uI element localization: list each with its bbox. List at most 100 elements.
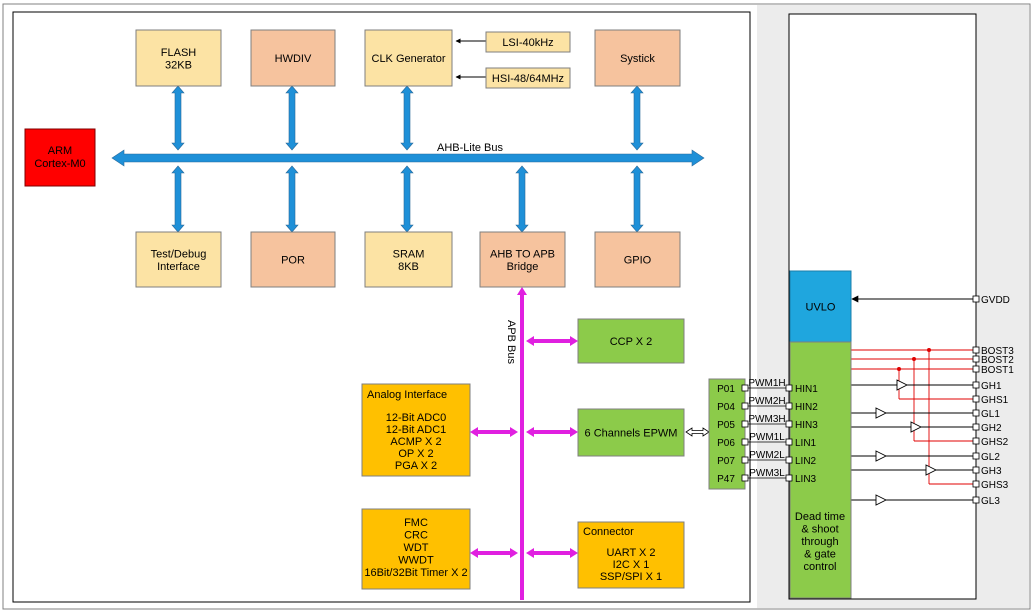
sram-block-label-0: SRAM: [393, 248, 425, 260]
apb-bridge-block-label-1: Bridge: [507, 261, 539, 273]
hwdiv-block: HWDIV: [250, 29, 336, 87]
gate-control-label-3: & gate: [804, 549, 836, 561]
output-label-bost1: BOST1: [981, 365, 1014, 376]
lsi-block-label-0: LSI-40kHz: [502, 37, 553, 49]
analog-item-0: 12-Bit ADC0: [386, 412, 447, 424]
gl3-buffer: [875, 494, 888, 506]
gate-control-label-2: through: [801, 536, 838, 548]
por-block-label-0: POR: [281, 255, 305, 267]
gate-control-label-1: & shoot: [801, 524, 838, 536]
driver-input-pin-1: [785, 402, 793, 410]
gpio-block-label-0: GPIO: [624, 255, 652, 267]
port-label-p01: P01: [717, 384, 735, 395]
bost2-node: [912, 357, 916, 361]
analog-interface-title: Analog Interface: [367, 389, 447, 401]
gh1-buffer: [896, 379, 909, 391]
analog-item-4: PGA X 2: [395, 460, 437, 472]
analog-item-2: ACMP X 2: [390, 436, 441, 448]
driver-input-lin2: LIN2: [795, 456, 817, 467]
port-block-rect: [708, 378, 746, 490]
driver-input-hin3: HIN3: [795, 420, 818, 431]
ahb-bus-label: AHB-Lite Bus: [437, 142, 504, 154]
output-label-ghs1: GHS1: [981, 395, 1009, 406]
epwm-block: 6 Channels EPWM: [577, 408, 685, 457]
output-pin-gl3: [972, 496, 980, 504]
port-pin-p04: [741, 402, 749, 410]
lsi-block: LSI-40kHz: [485, 31, 571, 53]
gpio-block-rect: [594, 231, 681, 288]
driver-input-pin-2: [785, 420, 793, 428]
port-pin-p06: [741, 438, 749, 446]
driver-input-lin1: LIN1: [795, 438, 817, 449]
cpu-label-line-1: Cortex-M0: [34, 158, 85, 170]
system-block-rect: [361, 508, 471, 590]
gh3-buffer: [925, 464, 938, 476]
analog-interface-rect: [361, 383, 471, 477]
output-pin-gl2: [972, 452, 980, 460]
debug-block-label-0: Test/Debug: [151, 248, 207, 260]
pwm-label-pwm2l: PWM2L: [749, 450, 785, 461]
systick-block-label-0: Systick: [620, 53, 655, 65]
gate-control-rect: [789, 341, 852, 599]
sram-block-rect: [364, 231, 453, 288]
port-pin-p47: [741, 474, 749, 482]
pwm-label-pwm2h: PWM2H: [748, 396, 785, 407]
hwdiv-block-rect: [250, 29, 336, 87]
output-label-gl3: GL3: [981, 496, 1000, 507]
port-label-p04: P04: [717, 402, 735, 413]
output-label-gl1: GL1: [981, 409, 1000, 420]
driver-input-lin3: LIN3: [795, 474, 817, 485]
apb-connector-link: [526, 548, 578, 558]
system-item-0: FMC: [404, 517, 428, 529]
output-pin-ghs3: [972, 480, 980, 488]
gh2-buffer: [910, 421, 923, 433]
lsi-block-rect: [485, 31, 571, 53]
gate-control-label-0: Dead time: [795, 511, 845, 523]
output-label-gl2: GL2: [981, 452, 1000, 463]
output-pin-gvdd: [972, 295, 980, 303]
system-item-4: 16Bit/32Bit Timer X 2: [364, 567, 467, 579]
apb-bus-label: APB Bus: [505, 320, 517, 365]
output-label-bost2: BOST2: [981, 355, 1014, 366]
apb-bus: [517, 287, 527, 600]
flash-block-label-0: FLASH: [161, 47, 197, 59]
sram-block-label-1: 8KB: [398, 261, 419, 273]
uvlo-block-rect: [789, 270, 852, 343]
systick-block-rect: [594, 29, 681, 87]
epwm-block-rect: [577, 408, 685, 457]
output-label-gh3: GH3: [981, 466, 1002, 477]
port-label-p05: P05: [717, 420, 735, 431]
driver-input-hin2: HIN2: [795, 402, 818, 413]
apb-epwm-link: [526, 427, 578, 437]
hsi-block: HSI-48/64MHz: [485, 67, 571, 89]
apb-analog-link: [470, 427, 518, 437]
bost3-node: [927, 348, 931, 352]
mcu-boundary: [12, 11, 751, 603]
system-item-2: WDT: [403, 542, 428, 554]
debug-block-label-1: Interface: [157, 261, 200, 273]
ahb-link-2: [400, 85, 414, 151]
gpio-block: GPIO: [594, 231, 681, 288]
ahb-link-1: [285, 85, 299, 151]
port-label-p06: P06: [717, 438, 735, 449]
hwdiv-block-label-0: HWDIV: [275, 53, 312, 65]
driver-input-hin1: HIN1: [795, 384, 818, 395]
por-block: POR: [250, 231, 336, 288]
apb-bridge-block-label-0: AHB TO APB: [490, 248, 555, 260]
clk-generator-block: CLK Generator: [364, 29, 453, 87]
output-label-ghs3: GHS3: [981, 480, 1009, 491]
systick-block: Systick: [594, 29, 681, 87]
output-pin-ghs1: [972, 395, 980, 403]
por-block-rect: [250, 231, 336, 288]
uvlo-block-label-0: UVLO: [806, 302, 836, 314]
analog-item-1: 12-Bit ADC1: [386, 424, 447, 436]
output-pin-gh2: [972, 423, 980, 431]
